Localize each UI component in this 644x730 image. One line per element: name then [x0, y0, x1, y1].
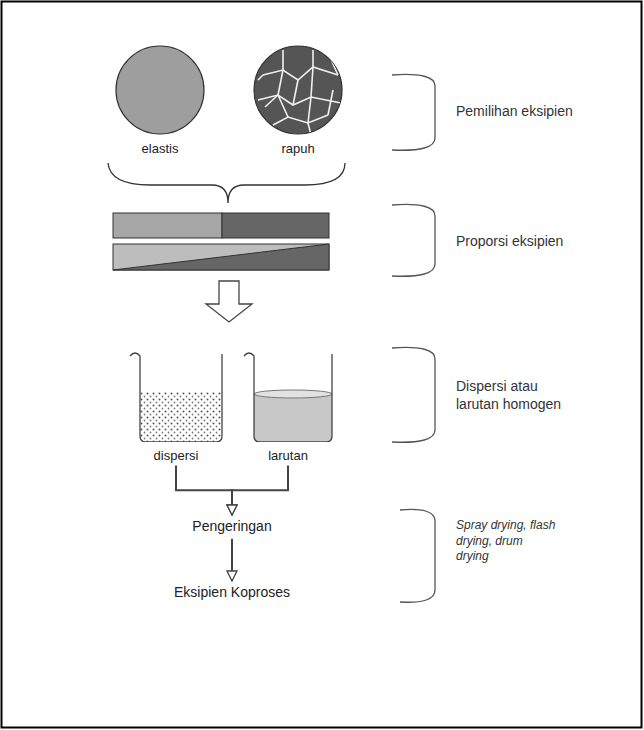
brackets [108, 74, 435, 602]
right-bracket [392, 74, 435, 150]
beaker-figure: dispersi [128, 350, 224, 464]
step-label: Proporsi eksipien [456, 233, 626, 251]
particle-figure: elastis [115, 45, 205, 157]
right-bracket [400, 509, 435, 602]
brittle-particle [254, 46, 342, 134]
node-shape [115, 45, 205, 135]
bar-segment [113, 213, 222, 238]
beaker-outline [130, 353, 222, 442]
bar-wedge [113, 244, 329, 270]
method-note: Spray drying, flash drying, drum drying [456, 518, 556, 565]
node-shape [253, 45, 343, 135]
curly-brace [108, 163, 345, 203]
crack-line [273, 115, 328, 125]
crack-line [258, 95, 341, 105]
node-label: Pengeringan [188, 516, 275, 537]
node-label: dispersi [128, 448, 224, 464]
crack-line [263, 67, 338, 80]
node-label: elastis [115, 141, 205, 157]
step-label: Pemilihan eksipien [456, 103, 626, 121]
node-label: larutan [242, 448, 334, 464]
liquid-surface [254, 390, 332, 398]
bar-segment [222, 213, 329, 238]
crack-line [278, 50, 288, 117]
flow-arrow [231, 539, 233, 581]
solution-fill [254, 394, 332, 442]
elastic-particle [116, 46, 204, 134]
right-bracket [392, 204, 435, 276]
crack-line [258, 75, 263, 80]
node-shape [242, 350, 334, 442]
crack-line [265, 95, 278, 107]
bar-gradient [113, 244, 329, 270]
step-label: Dispersi atau larutan homogen [456, 378, 574, 413]
process-step: Pengeringan [188, 516, 275, 537]
crack-line [293, 80, 298, 105]
proportion-bars [113, 213, 329, 270]
particle-figure: rapuh [253, 45, 343, 157]
node-label: Eksipien Koproses [170, 582, 294, 603]
flow-arrow [176, 466, 232, 515]
beaker-figure: larutan [242, 350, 334, 464]
block-arrow [206, 281, 252, 322]
crack-line [328, 90, 333, 115]
crack-line [328, 53, 338, 75]
process-step: Eksipien Koproses [170, 582, 294, 603]
crack-line [308, 50, 313, 135]
dispersion-fill [140, 392, 222, 442]
node-shape [128, 350, 224, 442]
node-label: rapuh [253, 141, 343, 157]
flow-arrow [232, 466, 288, 515]
beaker-outline [244, 353, 332, 442]
right-bracket [392, 347, 435, 442]
